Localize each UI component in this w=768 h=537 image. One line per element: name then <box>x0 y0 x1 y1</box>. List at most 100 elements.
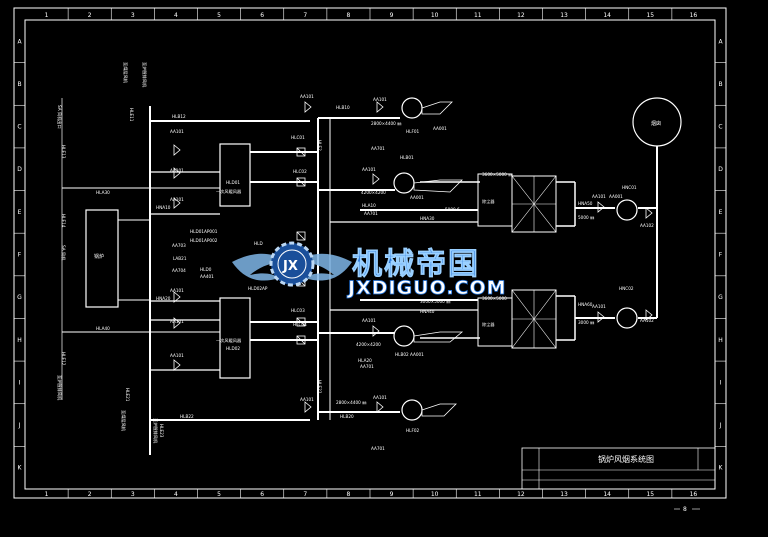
tag-hla20: HLA20 <box>358 358 372 363</box>
vlabel-3: 至炉膛排风机 <box>141 62 148 88</box>
tag-aa701-c: AA701 <box>360 364 374 369</box>
grid-col-label: 7 <box>303 491 307 498</box>
tag-hld01ap002: HLD01AP002 <box>190 238 218 243</box>
title-block: 锅炉风烟系统图 8 <box>521 447 716 513</box>
grid-row-label: I <box>19 379 21 386</box>
fan-hlb01 <box>393 172 463 194</box>
tag-hla40: HLA40 <box>96 326 110 331</box>
air-heater-top: 一次风暖风器 <box>216 143 251 207</box>
grid-row-label: B <box>17 81 21 88</box>
fan-hlf01 <box>401 97 453 119</box>
vlabel-15: HLE22 <box>317 380 322 394</box>
grid-row-label: F <box>18 252 22 259</box>
dim-5: 5000 6 <box>445 207 460 212</box>
vlabel-7: SA 风机 <box>60 245 67 261</box>
grid-row-label: C <box>17 124 21 131</box>
grid-col-label: 7 <box>303 12 307 19</box>
vlabel-4: HLE13 <box>61 145 66 159</box>
grid-col-label: 5 <box>217 12 221 19</box>
tag-hna10: HNA10 <box>156 205 171 210</box>
tag-hna60: HNA60 <box>578 302 593 307</box>
grid-col-label: 13 <box>560 12 568 19</box>
tag-aa101-c: AA101 <box>170 197 184 202</box>
dim-1: 2800×4400 ㎜ <box>371 121 402 126</box>
tag-aa001-b: AA001 <box>410 195 424 200</box>
grid-col-label: 8 <box>347 491 351 498</box>
vlabel-13: 至炉膛排风机 <box>152 418 159 444</box>
fan-hlb02 <box>393 325 464 347</box>
grid-row-label: K <box>18 465 23 472</box>
dim-8: 3600×5000 <box>482 296 507 301</box>
dim-3: 3600×5000 ㎜ <box>482 172 513 177</box>
drawing-title: 锅炉风烟系统图 <box>598 454 654 464</box>
grid-col-label: 9 <box>390 491 394 498</box>
grid-row-label: J <box>719 422 722 429</box>
watermark: JX 机械帝国 JXDIGUO.COM <box>232 241 507 299</box>
tag-aa101-h: AA101 <box>373 97 387 102</box>
grid-row-label: H <box>718 337 723 344</box>
tag-hld02ap: HLD02AP <box>248 286 268 291</box>
tag-aa101-m: AA101 <box>592 194 606 199</box>
tag-hlc03: HLC03 <box>291 308 305 313</box>
grid-col-label: 8 <box>347 12 351 19</box>
tag-hnc01: HNC01 <box>622 185 637 190</box>
grid-col-label: 16 <box>690 12 698 19</box>
grid-col-label: 15 <box>646 12 654 19</box>
tag-aa703: AA703 <box>172 243 186 248</box>
tag-hna50: HNA50 <box>578 201 593 206</box>
fan-hlf02 <box>401 399 457 421</box>
grid-col-label: 16 <box>690 491 698 498</box>
tag-aa001-d: AA001 <box>609 194 623 199</box>
tag-hlc02: HLC02 <box>293 169 307 174</box>
dim-9: 3000×5000 ㎜ <box>420 299 451 304</box>
grid-row-label: I <box>720 379 722 386</box>
tag-aa101-i: AA101 <box>300 397 314 402</box>
grid-row-label: H <box>17 337 22 344</box>
grid-col-label: 3 <box>131 491 135 498</box>
tag-hld02: HLD02 <box>226 346 240 351</box>
tag-aa401: AA401 <box>200 274 214 279</box>
grid-col-label: 9 <box>390 12 394 19</box>
precipitator-bottom: 除尘器 <box>477 289 557 349</box>
precipitator-bottom-label: 除尘器 <box>482 321 495 328</box>
vlabel-9: 至炉膛排风机 <box>56 375 63 401</box>
tag-aa101-d: AA101 <box>170 288 184 293</box>
pipe-lines <box>61 98 658 455</box>
grid-row-label: C <box>718 124 722 131</box>
tag-hna40: HNA40 <box>420 309 435 314</box>
tag-hlf02: HLF02 <box>406 428 420 433</box>
air-heater-top-label: 一次风暖风器 <box>216 188 242 195</box>
tag-hlc04: HLC04 <box>293 322 307 327</box>
grid-col-label: 4 <box>174 12 178 19</box>
watermark-en: JXDIGUO.COM <box>346 277 507 299</box>
vertical-labels: 至煤层风机 HLE11 至炉膛排风机 HLE13 SA 风机出口 HLE14 S… <box>56 62 322 444</box>
grid-row-label: A <box>17 38 22 45</box>
vlabel-1: 至煤层风机 <box>122 62 129 84</box>
line-tags: HLB12 HLB10 HLB01 HLB02 HLB20 HLB22 HLC0… <box>96 94 654 451</box>
grid-row-label: F <box>719 252 723 259</box>
tag-hlb02: HLB02 <box>395 352 409 357</box>
air-heater-bottom: 一次风暖风器 <box>216 297 251 379</box>
tag-hlb01: HLB01 <box>400 155 414 160</box>
tag-hld0: HLD0 <box>200 267 212 272</box>
grid-col-label: 12 <box>517 12 525 19</box>
tag-hlb20: HLB20 <box>340 414 354 419</box>
grid-row-label: A <box>718 38 723 45</box>
dim-4: 5000 ㎜ <box>578 215 595 220</box>
grid-row-label: D <box>17 166 22 173</box>
dim-7: 2800×4400 ㎜ <box>336 400 367 405</box>
watermark-cn: 机械帝国 <box>352 247 480 282</box>
vlabel-14: HLE2 <box>317 140 322 151</box>
tag-hlb12: HLB12 <box>172 114 186 119</box>
tag-aa101-k: AA101 <box>362 167 376 172</box>
grid-col-label: 1 <box>45 491 49 498</box>
grid-col-label: 11 <box>474 12 482 19</box>
dim-10: 3000 ㎜ <box>578 320 595 325</box>
tag-hlc01: HLC01 <box>291 135 305 140</box>
tag-hld01ap001: HLD01AP001 <box>190 229 218 234</box>
grid-row-label: B <box>718 81 722 88</box>
boiler-box: 锅炉 <box>85 209 119 308</box>
vlabel-5: SA 风机出口 <box>56 105 63 129</box>
